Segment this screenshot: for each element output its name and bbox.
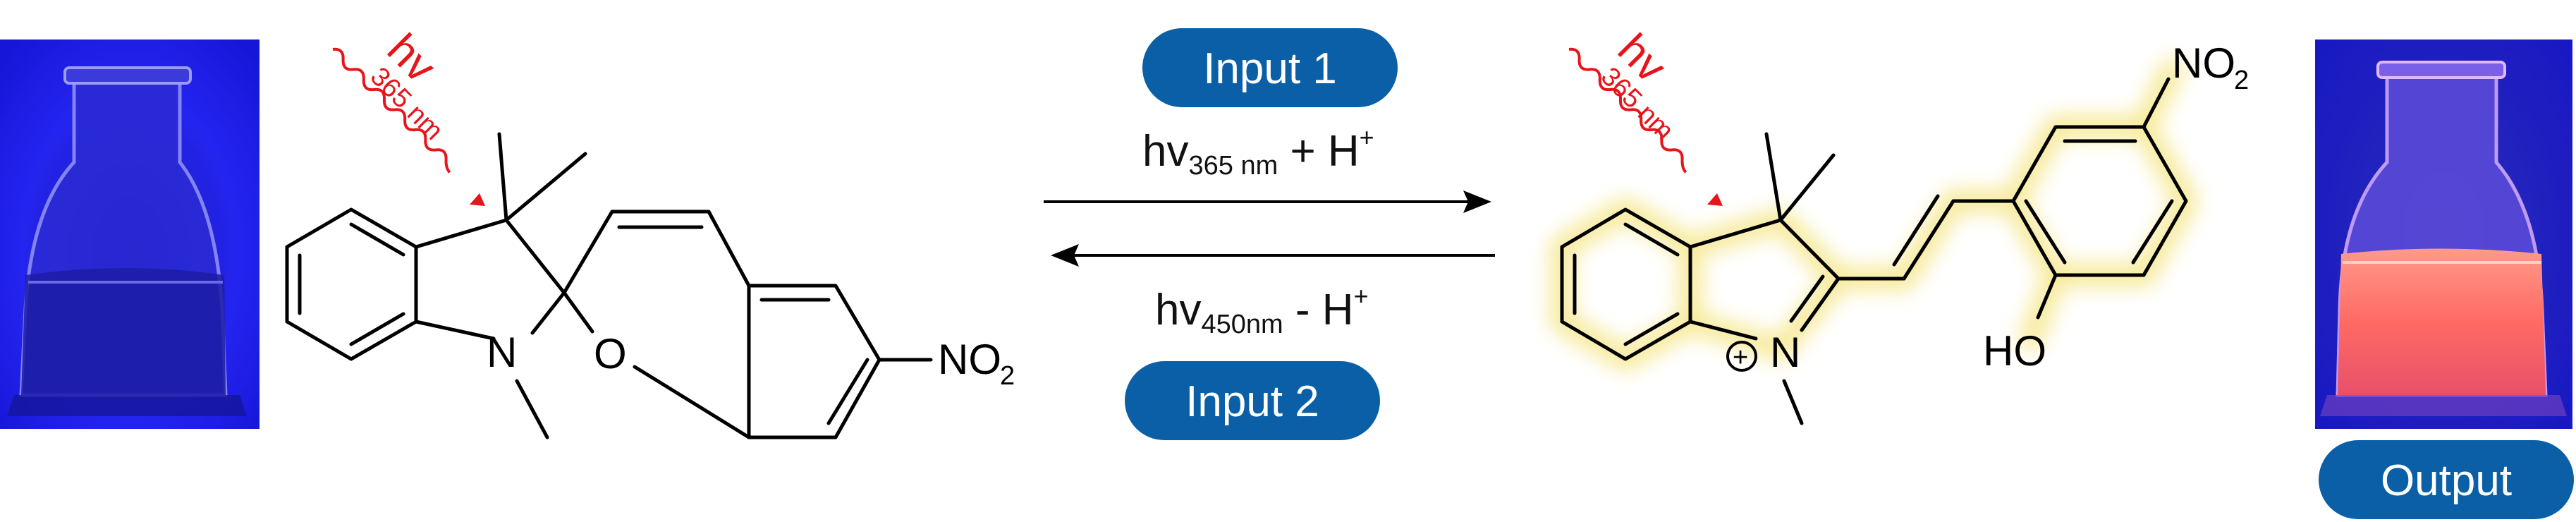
output-label: Output (2381, 456, 2512, 505)
spiropyran-molecule: N O NO 2 hv 365 nm (285, 25, 1015, 439)
nitro-group-label-right: NO (2172, 40, 2235, 87)
flask-photo-open (2315, 40, 2572, 429)
hydroxyl-label: HO (1983, 327, 2046, 375)
input-2-label: Input 2 (1185, 377, 1319, 426)
reverse-condition: hv450nm - H+ (1155, 281, 1369, 339)
nitro-subscript: 2 (1000, 361, 1015, 391)
nitrogen-atom-cationic: N (1770, 329, 1800, 376)
protonated-merocyanine-molecule: N + HO NO 2 hv 365 nm (1550, 25, 2249, 425)
input-1-pill[interactable]: Input 1 (1142, 28, 1398, 107)
svg-text:+: + (1733, 343, 1748, 372)
uv-light-wavy-arrow (332, 47, 485, 206)
nitrogen-atom: N (487, 329, 517, 376)
uv-light-wavy-arrow-right (1568, 47, 1723, 206)
nitro-subscript-right: 2 (2234, 66, 2249, 95)
forward-arrow (1044, 190, 1491, 213)
forward-condition: hv365 nm + H+ (1142, 123, 1374, 181)
output-pill[interactable]: Output (2319, 440, 2574, 519)
nitro-group-label: NO (938, 336, 1001, 383)
reverse-arrow (1051, 244, 1495, 267)
input-2-pill[interactable]: Input 2 (1125, 361, 1380, 440)
input-1-label: Input 1 (1203, 44, 1337, 93)
oxygen-atom: O (594, 330, 627, 377)
flask-photo-closed (0, 40, 260, 429)
positive-charge-icon (1726, 341, 1757, 372)
